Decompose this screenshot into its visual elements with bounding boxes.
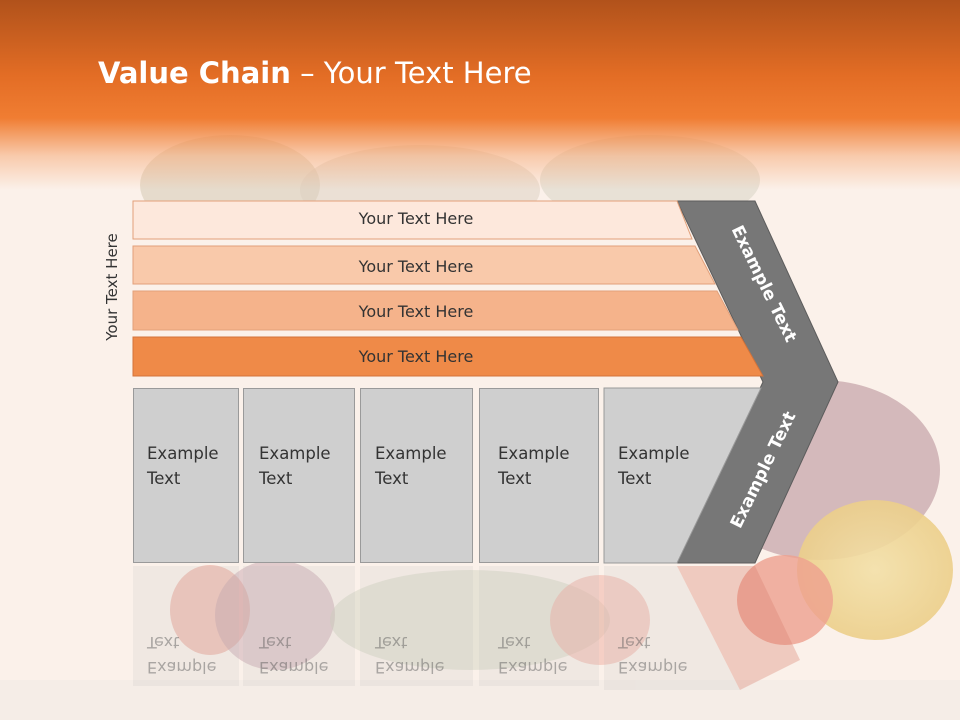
chevron-arrow <box>676 200 839 564</box>
bar-label-4: Your Text Here <box>358 347 474 366</box>
bar-3 <box>132 290 739 331</box>
page-title: Value Chain – Your Text Here <box>98 56 532 90</box>
box-5-shape <box>603 387 762 564</box>
box-1 <box>133 388 239 563</box>
bar-1 <box>132 200 693 240</box>
bar-2 <box>132 245 716 285</box>
box-3 <box>360 388 473 563</box>
bar-label-3: Your Text Here <box>358 302 474 321</box>
bar-label-1: Your Text Here <box>358 209 474 228</box>
box-2 <box>243 388 355 563</box>
bar-4 <box>132 336 764 377</box>
box-4 <box>479 388 599 563</box>
header-banner <box>0 0 960 190</box>
bar-label-2: Your Text Here <box>358 257 474 276</box>
